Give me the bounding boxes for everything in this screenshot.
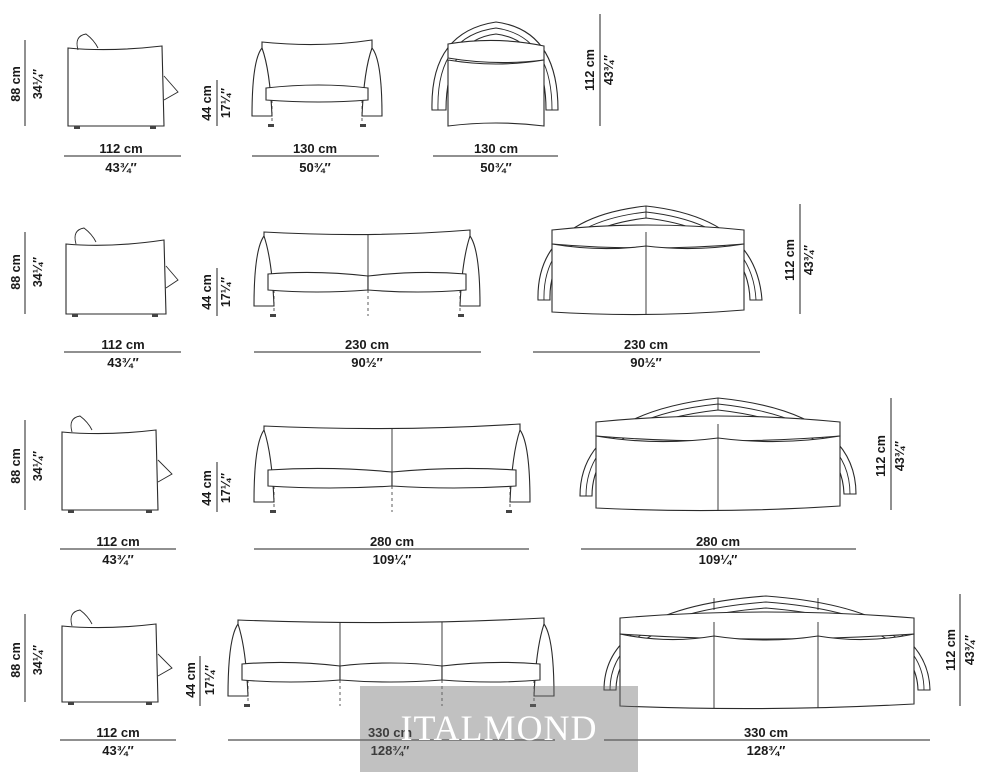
front-2-width-cm: 230 cm — [345, 337, 389, 352]
front-2-height-cm: 44 cm — [200, 274, 214, 309]
front-2-height-in: 17¼″ — [219, 277, 233, 307]
top-2-width-in: 90½″ — [630, 355, 662, 370]
side-1-height-in: 34¼″ — [31, 69, 45, 99]
top-1-width-cm: 130 cm — [474, 141, 518, 156]
front-view-2: 230 cm 90½″ 44 cm 17¼″ — [200, 229, 481, 370]
side-3-height-in: 34¼″ — [31, 451, 45, 481]
front-4-width-cm: 330 cm — [368, 725, 412, 740]
top-2-depth-in: 43¾″ — [802, 245, 816, 275]
top-1-depth-cm: 112 cm — [583, 49, 597, 91]
side-1-width-cm: 112 cm — [99, 141, 142, 156]
front-3-width-in: 109¼″ — [373, 552, 412, 567]
top-3-width-in: 109¼″ — [699, 552, 738, 567]
row-4: 112 cm 43¾″ 88 cm 34¼″ 330 cm 128¾″ — [9, 594, 977, 758]
front-3-width-cm: 280 cm — [370, 534, 414, 549]
top-3-width-cm: 280 cm — [696, 534, 740, 549]
top-4-depth-in: 43¾″ — [963, 635, 977, 665]
top-4-width-in: 128¾″ — [747, 743, 786, 758]
side-1-height-cm: 88 cm — [9, 66, 23, 101]
top-3-depth-in: 43¾″ — [893, 441, 907, 471]
front-4-width-in: 128¾″ — [371, 743, 410, 758]
front-view-1: 130 cm 50¾″ 44 cm 17¼″ — [200, 39, 383, 175]
side-2-width-in: 43¾″ — [107, 355, 139, 370]
side-4-height-cm: 88 cm — [9, 642, 23, 677]
side-1-width-in: 43¾″ — [105, 160, 137, 175]
front-4-height-cm: 44 cm — [184, 662, 198, 697]
front-4-height-in: 17¼″ — [203, 665, 217, 695]
top-2-width-cm: 230 cm — [624, 337, 668, 352]
front-1-height-cm: 44 cm — [200, 85, 214, 120]
side-view-2: 112 cm 43¾″ 88 cm 34¼″ — [9, 227, 181, 370]
front-3-height-cm: 44 cm — [200, 470, 214, 505]
front-1-height-in: 17¼″ — [219, 88, 233, 118]
side-2-height-cm: 88 cm — [9, 254, 23, 289]
front-1-width-cm: 130 cm — [293, 141, 337, 156]
row-1: 112 cm 43¾″ 88 cm 34¼″ 130 cm 50¾″ 44 cm… — [9, 14, 616, 175]
row-2: 112 cm 43¾″ 88 cm 34¼″ 230 cm 90½″ 44 cm… — [9, 204, 816, 370]
side-2-width-cm: 112 cm — [101, 337, 144, 352]
front-view-3: 280 cm 109¼″ 44 cm 17¼″ — [200, 423, 531, 567]
side-4-height-in: 34¼″ — [31, 645, 45, 675]
front-view-4: 330 cm 128¾″ 44 cm 17¼″ — [184, 617, 555, 758]
top-view-4: 330 cm 128¾″ 112 cm 43¾″ — [603, 594, 977, 758]
top-view-3: 280 cm 109¼″ 112 cm 43¾″ — [579, 397, 907, 567]
top-2-depth-cm: 112 cm — [783, 239, 797, 281]
front-3-height-in: 17¼″ — [219, 473, 233, 503]
top-view-1: 130 cm 50¾″ 112 cm 43¾″ — [431, 14, 616, 175]
top-1-depth-in: 43¾″ — [602, 55, 616, 85]
side-3-width-in: 43¾″ — [102, 552, 134, 567]
watermark: ITALMOND — [360, 686, 638, 772]
side-4-width-in: 43¾″ — [102, 743, 134, 758]
side-2-height-in: 34¼″ — [31, 257, 45, 287]
side-3-height-cm: 88 cm — [9, 448, 23, 483]
front-2-width-in: 90½″ — [351, 355, 383, 370]
side-view-1: 112 cm 43¾″ 88 cm 34¼″ — [9, 33, 181, 175]
top-view-2: 230 cm 90½″ 112 cm 43¾″ — [533, 204, 816, 370]
top-3-depth-cm: 112 cm — [874, 435, 888, 477]
top-1-width-in: 50¾″ — [480, 160, 512, 175]
row-3: 112 cm 43¾″ 88 cm 34¼″ 280 cm 109¼″ 44 c… — [9, 397, 907, 567]
front-1-width-in: 50¾″ — [299, 160, 331, 175]
side-view-3: 112 cm 43¾″ 88 cm 34¼″ — [9, 415, 176, 567]
side-4-width-cm: 112 cm — [96, 725, 139, 740]
top-4-width-cm: 330 cm — [744, 725, 788, 740]
watermark-text: ITALMOND — [400, 708, 597, 748]
side-3-width-cm: 112 cm — [96, 534, 139, 549]
top-4-depth-cm: 112 cm — [944, 629, 958, 671]
side-view-4: 112 cm 43¾″ 88 cm 34¼″ — [9, 609, 176, 758]
